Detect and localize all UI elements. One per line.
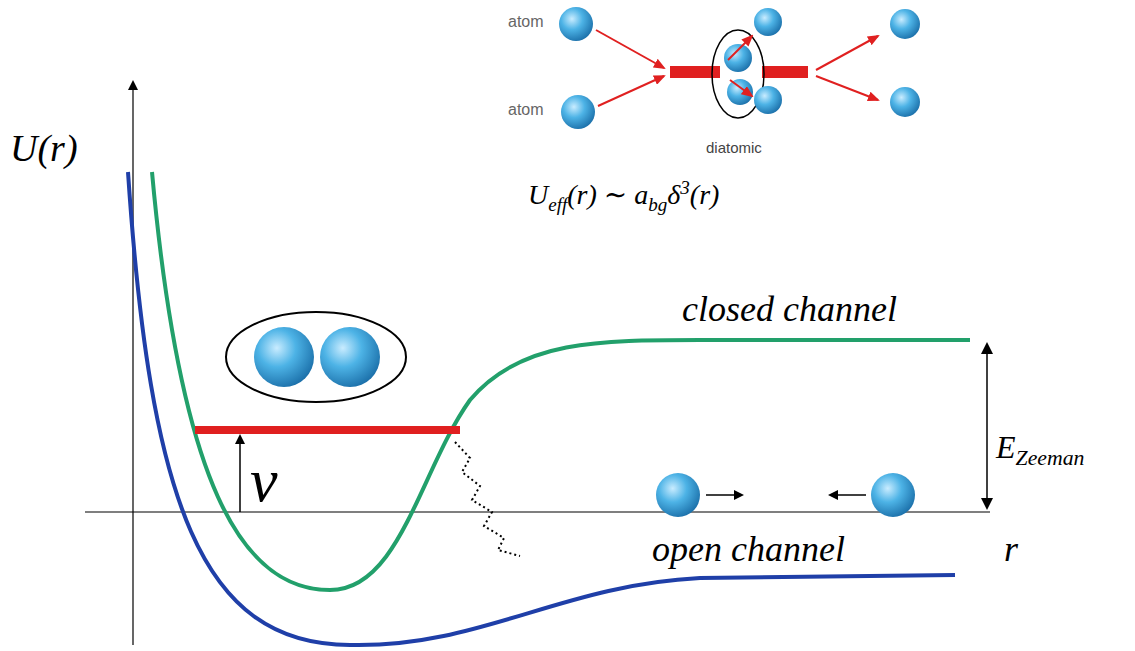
distance-axis-label: r — [1004, 530, 1018, 570]
scatter-arrow — [816, 36, 878, 70]
potential-axis-label: U(r) — [10, 128, 78, 170]
motion-arrow — [706, 494, 742, 496]
coupling-line — [455, 442, 520, 556]
closed-channel-label: closed channel — [682, 290, 897, 330]
label-text: open channel — [652, 529, 845, 569]
label-text: δ — [667, 179, 680, 210]
atom-label: atom — [508, 101, 544, 119]
label-text: E — [996, 429, 1016, 465]
molecule-ellipse — [226, 312, 406, 402]
label-text: U — [528, 179, 548, 210]
atom-sphere — [254, 327, 314, 387]
label-text: closed channel — [682, 289, 897, 329]
zeeman-arrow — [986, 344, 988, 508]
superscript-text: 3 — [680, 177, 690, 198]
label-text: atom — [508, 101, 544, 118]
label-text: (r) ∼ a — [567, 179, 648, 210]
scatter-arrow — [728, 36, 752, 60]
detuning-arrow — [239, 436, 241, 512]
scatter-arrow — [596, 30, 664, 68]
atom-sphere — [871, 473, 915, 517]
bound-state-level — [195, 426, 460, 434]
open-channel-label: open channel — [652, 530, 845, 570]
label-text: U(r) — [10, 127, 78, 169]
label-text: r — [1004, 529, 1018, 569]
atom-sphere — [724, 44, 752, 72]
interaction-bar — [762, 66, 808, 78]
label-text: ν — [250, 446, 278, 514]
atom-sphere — [890, 87, 920, 117]
subscript-text: Zeeman — [1016, 446, 1085, 470]
label-text: diatomic — [706, 139, 762, 156]
open-channel-curve — [128, 172, 955, 645]
atom-sphere — [890, 9, 920, 39]
atom-sphere — [320, 327, 380, 387]
label-text: (r) — [690, 179, 720, 210]
diatomic-label: diatomic — [706, 140, 762, 157]
atom-sphere — [754, 8, 782, 36]
atom-sphere — [754, 86, 782, 114]
zeeman-energy-label: EZeeman — [996, 430, 1084, 471]
closed-channel-curve — [152, 172, 970, 590]
atom-sphere — [656, 473, 700, 517]
atom-sphere — [561, 95, 595, 129]
scatter-arrow — [816, 76, 878, 100]
scatter-arrow — [598, 76, 664, 106]
y-axis — [132, 82, 133, 645]
x-axis — [85, 511, 990, 512]
motion-arrow — [830, 494, 866, 496]
atom-label: atom — [508, 13, 544, 31]
scatter-arrow — [730, 80, 752, 96]
detuning-label: ν — [250, 446, 278, 514]
subscript-text: eff — [548, 194, 567, 215]
subscript-text: bg — [648, 194, 667, 215]
label-text: atom — [508, 13, 544, 30]
effective-potential-formula: Ueff(r) ∼ abgδ3(r) — [528, 178, 719, 216]
atom-sphere — [727, 79, 753, 105]
atom-sphere — [559, 7, 593, 41]
